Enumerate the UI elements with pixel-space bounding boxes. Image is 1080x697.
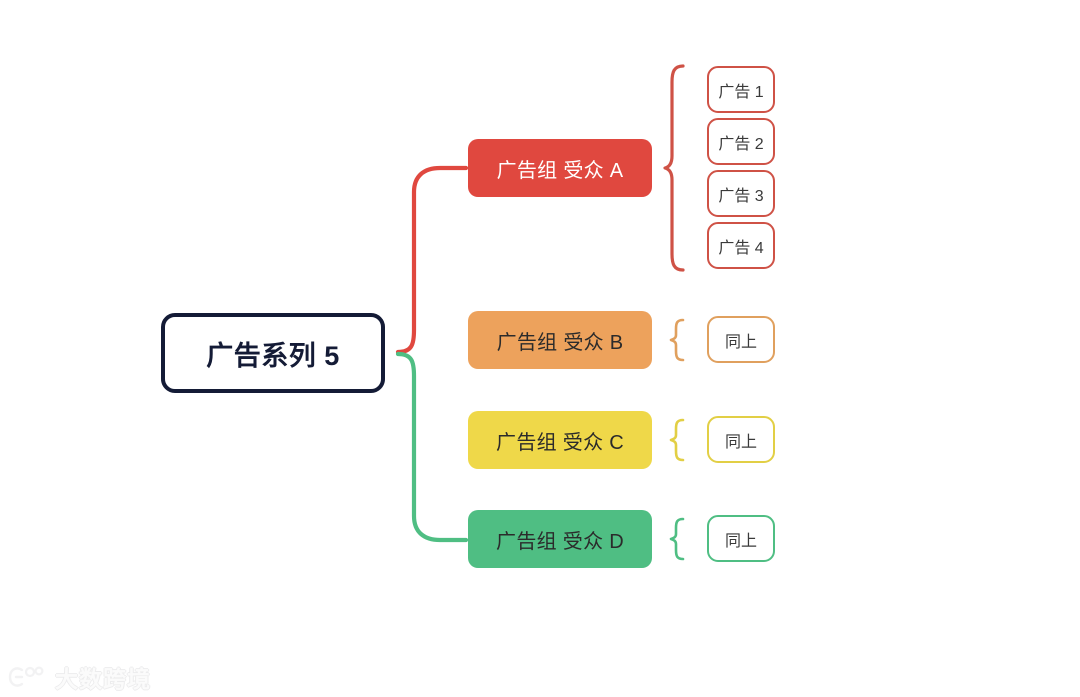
brace-icon-group-c [669,418,685,462]
leaf-node-label: 同上 [724,532,757,550]
group-node-audience-c[interactable]: 广告组 受众 C [468,411,652,469]
leaf-node-ad-3[interactable]: 广告 3 [707,170,775,217]
group-node-audience-b[interactable]: 广告组 受众 B [468,311,652,369]
leaf-node-ad-2[interactable]: 广告 2 [707,118,775,165]
watermark-text: 大数跨境 [55,666,151,692]
leaf-node-ad-4[interactable]: 广告 4 [707,222,775,269]
edge-root-to-group-d [395,351,469,543]
leaf-node-ad-same-as-above-d[interactable]: 同上 [707,515,775,562]
leaf-node-label: 广告 4 [718,239,764,257]
group-node-label: 广告组 受众 D [496,530,624,553]
leaf-node-label: 广告 2 [718,135,764,153]
leaf-node-label: 广告 1 [718,83,764,101]
root-node-label: 广告系列 5 [206,340,340,371]
edge-root-to-group-a [395,165,469,355]
group-node-audience-a[interactable]: 广告组 受众 A [468,139,652,197]
leaf-node-label: 同上 [724,433,757,451]
group-node-label: 广告组 受众 B [496,331,624,354]
leaf-node-ad-same-as-above-b[interactable]: 同上 [707,316,775,363]
group-node-audience-d[interactable]: 广告组 受众 D [468,510,652,568]
brace-icon-group-a [663,64,685,272]
brace-icon-group-d [669,517,685,561]
leaf-node-label: 同上 [724,333,757,351]
watermark: 大数跨境 [8,660,151,694]
group-node-label: 广告组 受众 C [496,431,624,454]
leaf-node-ad-1[interactable]: 广告 1 [707,66,775,113]
leaf-node-label: 广告 3 [718,187,764,205]
root-node-campaign[interactable]: 广告系列 5 [161,313,385,393]
leaf-node-ad-same-as-above-c[interactable]: 同上 [707,416,775,463]
brace-icon-group-b [669,318,685,362]
group-node-label: 广告组 受众 A [496,159,624,182]
brand-logo-icon [8,666,44,687]
